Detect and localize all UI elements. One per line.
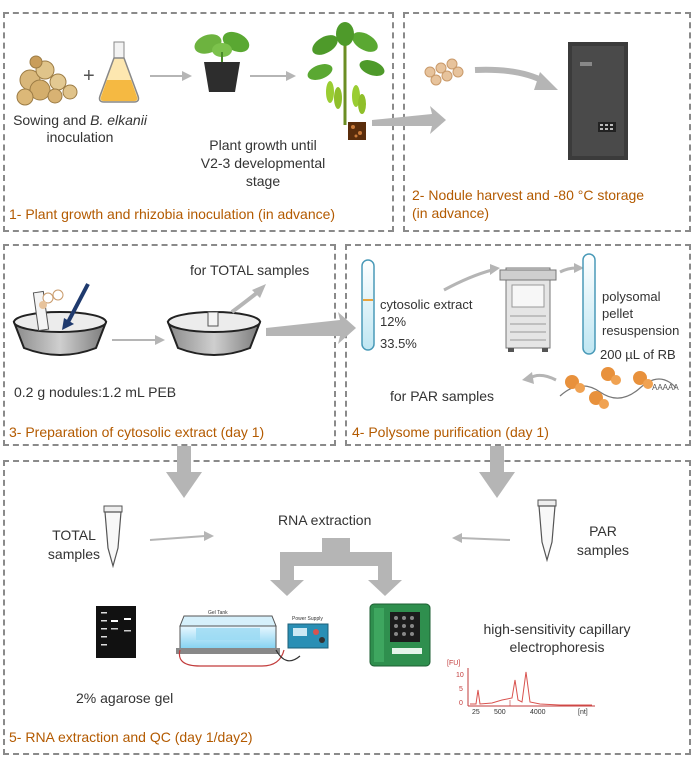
polysome-icon: AAAAA xyxy=(559,367,679,409)
centrifuge-icon xyxy=(499,267,557,352)
eppendorf-icon xyxy=(537,499,557,563)
par-samples-label: PAR samples xyxy=(568,522,638,560)
soybean-plant-icon xyxy=(307,22,385,140)
plant-pot-icon xyxy=(194,31,250,92)
panel-2-title-line1: 2- Nodule harvest and -80 °C storage xyxy=(412,187,645,203)
for-total-label: for TOTAL samples xyxy=(190,262,310,278)
electrophoresis-tank-icon: Gel Tank xyxy=(176,610,280,654)
svg-text:+: + xyxy=(83,65,95,87)
svg-text:Power Supply: Power Supply xyxy=(292,616,323,622)
par-text-2: samples xyxy=(576,542,630,558)
polysomal-label: polysomal pellet resuspension xyxy=(602,288,679,339)
mortar-icon xyxy=(12,283,108,356)
growth-text-3: stage xyxy=(245,173,281,189)
growth-text-2: V2-3 developmental xyxy=(200,155,326,171)
rb-label: 200 µL of RB xyxy=(600,347,676,362)
fu-tick-5: 5 xyxy=(459,686,463,693)
panel-5-title: 5- RNA extraction and QC (day 1/day2) xyxy=(9,729,253,745)
gel-icon xyxy=(96,606,136,658)
gradient-12-label: 12% xyxy=(380,314,407,329)
mortar-icon xyxy=(166,311,262,356)
sowing-label: Sowing and B. elkanii inoculation xyxy=(10,112,150,146)
rna-extraction-label: RNA extraction xyxy=(278,512,372,528)
polysomal-text-3: resuspension xyxy=(602,323,680,338)
sowing-text: Sowing and xyxy=(13,112,87,128)
nodules-icon xyxy=(424,58,464,86)
freezer-icon xyxy=(568,42,628,160)
par-text-1: PAR xyxy=(589,523,617,539)
eppendorf-icon xyxy=(103,505,123,569)
panel-rna-extraction xyxy=(3,460,691,755)
panel-3-title: 3- Preparation of cytosolic extract (day… xyxy=(9,424,265,440)
fu-tick-0: 0 xyxy=(459,700,463,707)
nt-tick-25: 25 xyxy=(472,709,480,716)
agarose-label: 2% agarose gel xyxy=(76,690,174,706)
panel-1-title: 1- Plant growth and rhizobia inoculation… xyxy=(9,206,336,222)
panel-2-title: 2- Nodule harvest and -80 °C storage (in… xyxy=(412,186,644,222)
species-name: B. elkanii xyxy=(90,112,147,128)
panel-2-title-line2: (in advance) xyxy=(412,205,490,221)
growth-text-1: Plant growth until xyxy=(209,137,317,153)
nodules-peb-label: 0.2 g nodules:1.2 mL PEB xyxy=(14,384,177,400)
flask-icon xyxy=(98,41,140,103)
svg-text:Gel Tank: Gel Tank xyxy=(208,610,228,616)
nt-tick-500: 500 xyxy=(494,709,506,716)
for-par-label: for PAR samples xyxy=(390,388,494,404)
fu-tick-10: 10 xyxy=(456,672,464,679)
plant-growth-label: Plant growth until V2-3 developmental st… xyxy=(188,136,338,190)
power-supply-icon: Power Supply xyxy=(287,616,329,649)
tube-icon xyxy=(361,259,375,351)
nt-axis-label: [nt] xyxy=(578,709,588,716)
rna-chip-icon xyxy=(369,603,431,667)
panel-polysome-purification xyxy=(345,244,691,446)
total-text-1: TOTAL xyxy=(52,527,96,543)
total-text-2: samples xyxy=(47,546,101,562)
capillary-label: high-sensitivity capillary electrophores… xyxy=(462,620,652,656)
electropherogram-chart xyxy=(467,668,595,707)
gradient-335-label: 33.5% xyxy=(380,336,417,351)
panel-cytosolic-extract xyxy=(3,244,336,446)
seeds-icon xyxy=(16,55,78,106)
total-samples-label: TOTAL samples xyxy=(44,526,104,564)
nt-tick-4000: 4000 xyxy=(530,709,546,716)
inoculation-text: inoculation xyxy=(46,129,114,145)
capillary-text-2: electrophoresis xyxy=(509,639,605,655)
capillary-text-1: high-sensitivity capillary xyxy=(483,621,631,637)
polysomal-text-2: pellet xyxy=(602,306,634,321)
polysomal-text-1: polysomal xyxy=(602,289,661,304)
tube-icon xyxy=(582,253,596,355)
panel-4-title: 4- Polysome purification (day 1) xyxy=(352,424,549,440)
svg-text:AAAAA: AAAAA xyxy=(652,383,679,392)
cytosolic-extract-label: cytosolic extract xyxy=(380,297,473,312)
fu-axis-label: [FU] xyxy=(447,660,461,667)
